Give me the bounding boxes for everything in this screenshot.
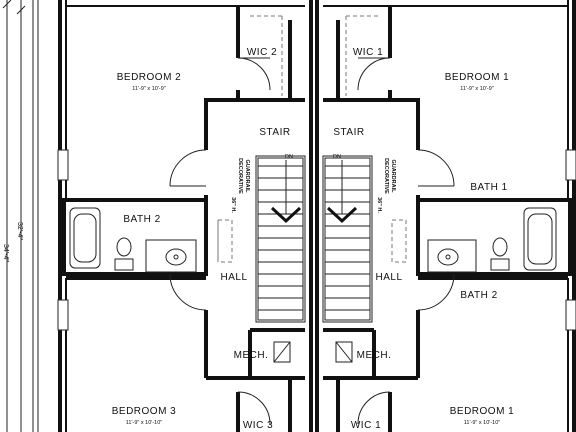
mech-label-left: MECH. — [234, 350, 269, 361]
guardrail-left-line3: GUARDRAIL — [244, 160, 250, 194]
wic-1-label-top: WIC 1 — [353, 47, 383, 58]
bedroom-1-label-bottom: BEDROOM 1 — [450, 406, 515, 417]
left-stair — [255, 155, 306, 323]
guardrail-right-line2: DECORATIVE — [383, 158, 389, 194]
bedroom-1-size-bottom: 11'-9" x 10'-10" — [464, 420, 501, 426]
bedroom-3-size: 11'-9" x 10'-10" — [126, 420, 163, 426]
bath-2-label-left: BATH 2 — [123, 214, 160, 225]
labels-right: BEDROOM 1 11'-9" x 10'-9" WIC 1 STAIR DN… — [333, 47, 514, 431]
dimension-inner: 32'-4" — [16, 222, 23, 240]
stair-label-right: STAIR — [333, 127, 364, 138]
guardrail-left-line1: 36" H. — [230, 197, 236, 213]
hall-label-left: HALL — [220, 272, 247, 283]
bedroom-3-label: BEDROOM 3 — [112, 406, 177, 417]
bedroom-2-size: 11'-9" x 10'-9" — [132, 86, 165, 92]
wic-1-label-bottom: WIC 1 — [351, 420, 381, 431]
dimension-lines: 34'-4" 32'-4" — [2, 0, 39, 432]
bedroom-1-size-top: 11'-9" x 10'-9" — [460, 86, 493, 92]
stair-dn-left: DN — [285, 154, 293, 160]
right-stair — [322, 155, 373, 323]
bedroom-1-label-top: BEDROOM 1 — [445, 72, 510, 83]
right-unit — [322, 5, 572, 432]
left-unit — [62, 5, 306, 432]
wic-2-label: WIC 2 — [247, 47, 277, 58]
dimension-outer: 34'-4" — [2, 244, 9, 262]
bath-1-label: BATH 1 — [470, 182, 507, 193]
guardrail-right-line1: 36" H. — [376, 197, 382, 213]
wic-3-label: WIC 3 — [243, 420, 273, 431]
stair-dn-right: DN — [333, 154, 341, 160]
bedroom-2-label: BEDROOM 2 — [117, 72, 182, 83]
bath-2-label-right: BATH 2 — [460, 290, 497, 301]
exterior-walls — [57, 0, 576, 432]
hall-label-right: HALL — [375, 272, 402, 283]
stair-label-left: STAIR — [259, 127, 290, 138]
mech-label-right: MECH. — [357, 350, 392, 361]
labels-left: BEDROOM 2 11'-9" x 10'-9" WIC 2 STAIR DN… — [112, 47, 293, 431]
guardrail-right-line3: GUARDRAIL — [390, 160, 396, 194]
guardrail-left-line2: DECORATIVE — [237, 158, 243, 194]
stair-treads — [258, 165, 370, 311]
stair-direction-arrows — [270, 160, 358, 224]
